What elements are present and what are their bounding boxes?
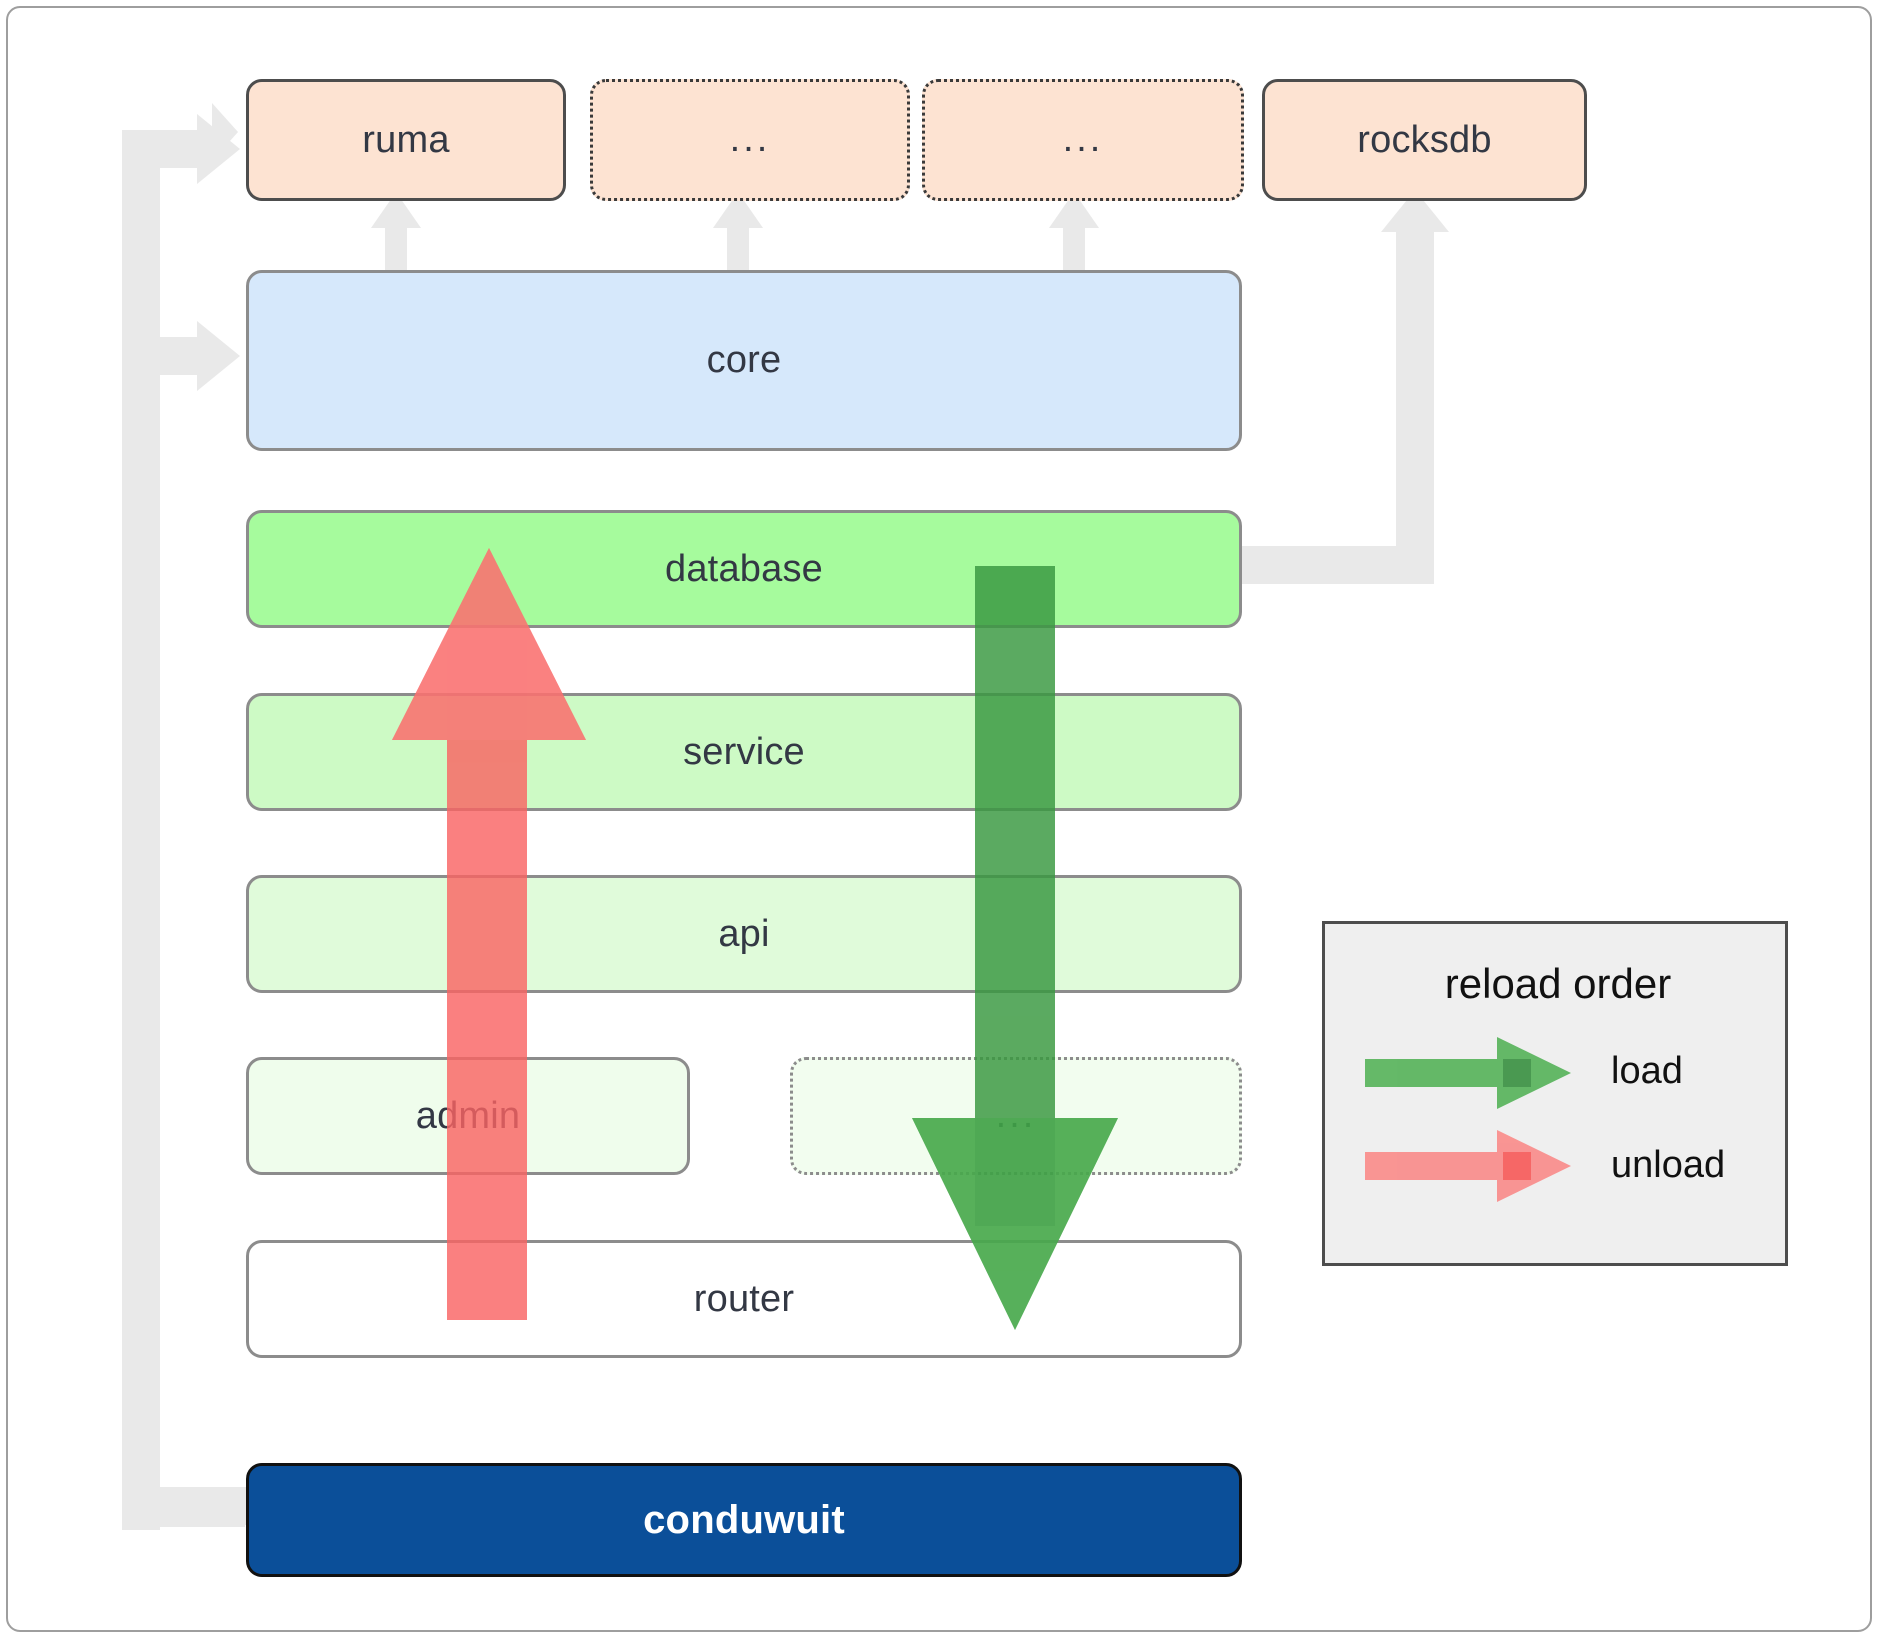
node-rocksdb[interactable]: rocksdb — [1262, 79, 1587, 201]
legend-load-arrow-icon — [1365, 1037, 1571, 1109]
legend-unload-arrow-icon — [1365, 1130, 1571, 1202]
node-label: ruma — [362, 118, 450, 161]
legend-arrow-layer — [1365, 1037, 1571, 1202]
node-label: api — [718, 912, 770, 955]
node-dep-3[interactable]: ... — [922, 79, 1244, 201]
node-service[interactable]: service — [246, 693, 1242, 811]
diagram-frame — [6, 6, 1872, 1632]
node-api[interactable]: api — [246, 875, 1242, 993]
node-core[interactable]: core — [246, 270, 1242, 451]
node-label: ... — [995, 1094, 1037, 1137]
node-label: conduwuit — [643, 1497, 845, 1542]
node-database[interactable]: database — [246, 510, 1242, 628]
node-admin[interactable]: admin — [246, 1057, 690, 1175]
legend-title: reload order — [1444, 960, 1672, 1007]
node-label: service — [683, 730, 805, 773]
legend-panel: reload order load unload — [1322, 921, 1788, 1266]
node-other[interactable]: ... — [790, 1057, 1242, 1175]
node-label: rocksdb — [1357, 118, 1492, 161]
node-ruma[interactable]: ruma — [246, 79, 566, 201]
node-label: ... — [729, 118, 771, 161]
node-label: ... — [1062, 118, 1104, 161]
node-label: core — [706, 339, 782, 381]
node-conduwuit[interactable]: conduwuit — [246, 1463, 1242, 1577]
node-label: admin — [415, 1094, 521, 1137]
legend-label-load: load — [1611, 1050, 1683, 1092]
node-label: database — [665, 547, 823, 590]
node-router[interactable]: router — [246, 1240, 1242, 1358]
legend-label-unload: unload — [1611, 1144, 1726, 1186]
node-dep-2[interactable]: ... — [590, 79, 910, 201]
node-label: router — [693, 1277, 795, 1320]
